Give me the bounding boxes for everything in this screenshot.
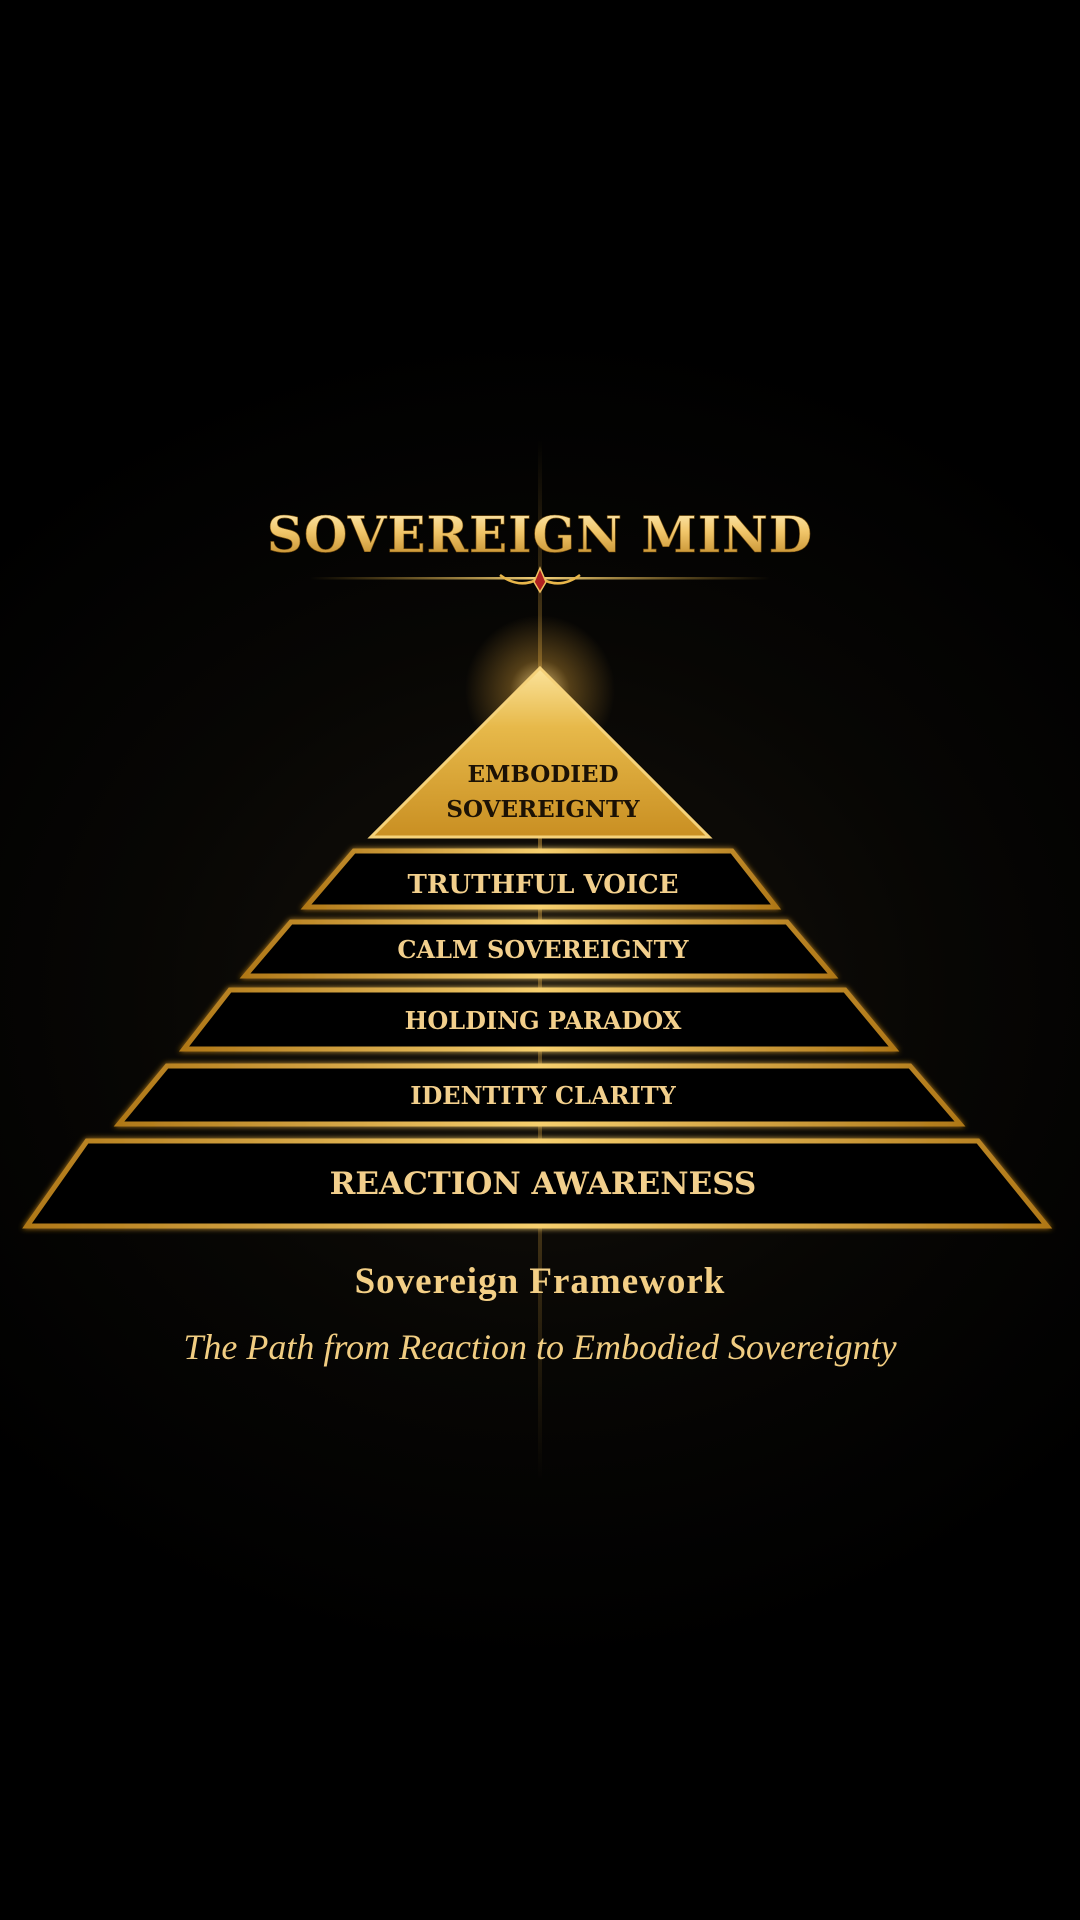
page-title: SOVEREIGN MIND: [267, 505, 813, 564]
pyramid-tier-4: IDENTITY CLARITY: [113, 1063, 966, 1127]
pyramid-tier-5: REACTION AWARENESS: [22, 1138, 1053, 1229]
pyramid-tier-3: HOLDING PARADOX: [178, 987, 900, 1052]
tier-label: CALM SOVEREIGNTY: [397, 935, 689, 964]
tier-label: REACTION AWARENESS: [330, 1166, 757, 1202]
footer-title: Sovereign Framework: [354, 1261, 726, 1302]
pyramid-apex: [367, 665, 713, 839]
tier-label: HOLDING PARADOX: [405, 1006, 682, 1035]
apex-label-line1: EMBODIED: [467, 761, 618, 788]
tier-label: IDENTITY CLARITY: [410, 1081, 676, 1110]
apex-label-line2: SOVEREIGNTY: [446, 796, 640, 823]
title-ornament: [310, 566, 770, 594]
footer-subtitle: The Path from Reaction to Embodied Sover…: [183, 1327, 897, 1367]
pyramid-tier-1: TRUTHFUL VOICE: [300, 848, 782, 910]
tier-label: TRUTHFUL VOICE: [407, 870, 678, 900]
pyramid-tier-2: CALM SOVEREIGNTY: [239, 919, 839, 979]
